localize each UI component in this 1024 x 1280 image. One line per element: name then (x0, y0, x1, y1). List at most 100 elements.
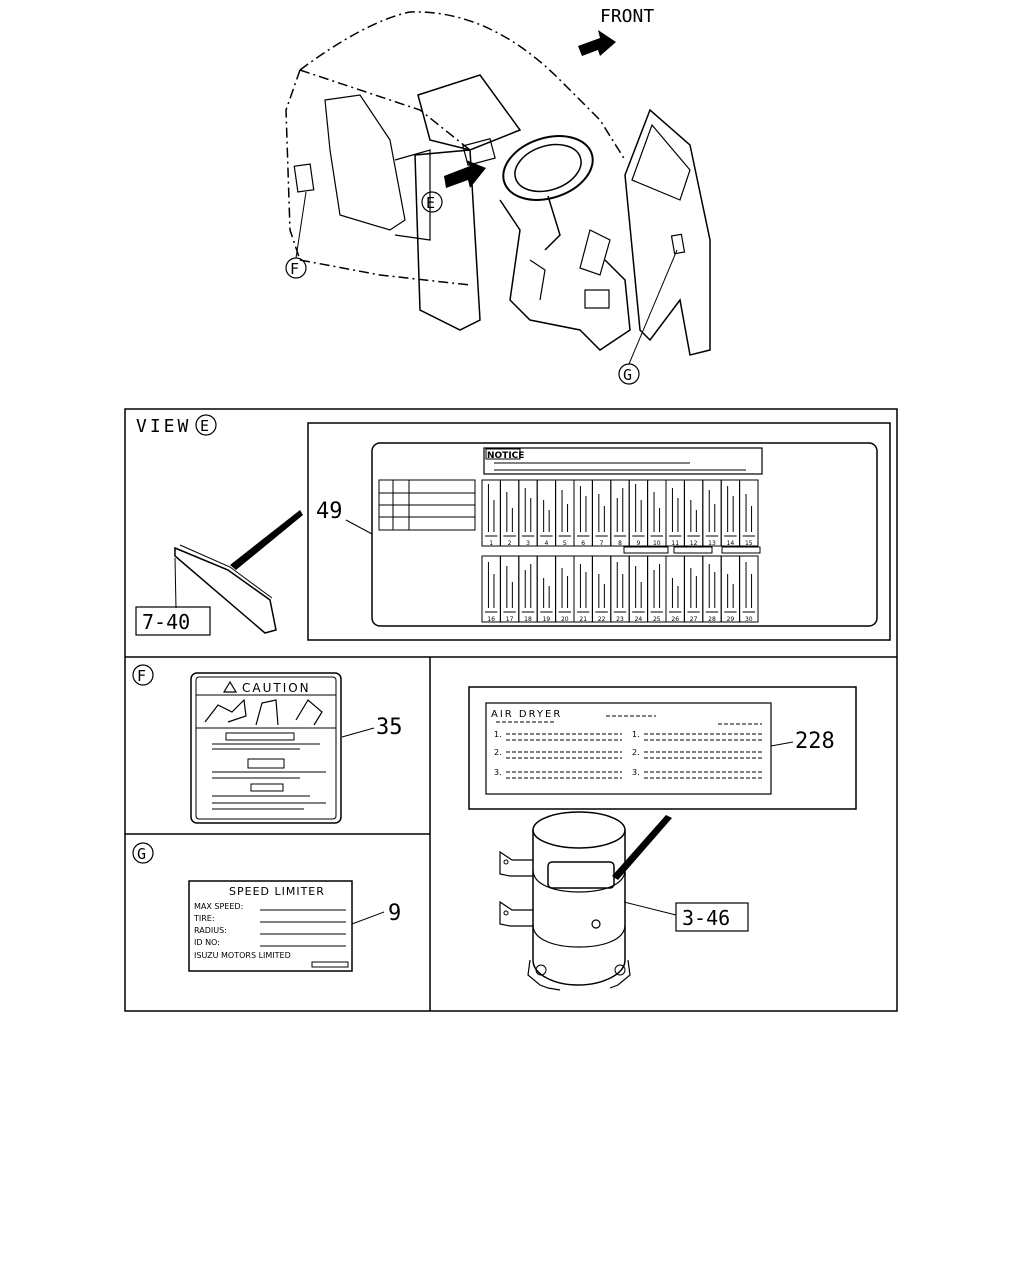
panel-frame (124, 408, 898, 1012)
fuse-slot: 17 (499, 555, 520, 623)
view-e-title: VIEW E (136, 414, 217, 437)
svg-text:F: F (137, 667, 146, 685)
fuse-slot: 19 (536, 555, 557, 623)
fuse-slot: 25 (647, 555, 667, 623)
fuse-number: 12 (690, 540, 698, 547)
fuse-number: 15 (745, 540, 753, 547)
svg-text:G: G (137, 845, 146, 863)
fuse-indicator (721, 546, 761, 554)
fuse-indicator (623, 546, 669, 554)
fuse-number: 23 (616, 616, 624, 623)
fuse-slot: 16 (481, 555, 501, 623)
part-9-label: 9 (351, 901, 401, 926)
fuse-slot: 29 (720, 555, 741, 623)
fuse-number: 1 (489, 540, 493, 547)
part-228-label: 228 (770, 729, 835, 754)
ref-7-40: 7-40 (135, 606, 211, 636)
fuse-number: 6 (581, 540, 585, 547)
fuse-box-cover (174, 510, 303, 634)
svg-text:1.: 1. (632, 730, 640, 739)
svg-text:3-46: 3-46 (682, 906, 730, 930)
svg-text:SPEED LIMITER: SPEED LIMITER (229, 885, 325, 898)
fuse-number: 17 (506, 616, 514, 623)
part-35-label: 35 (341, 715, 403, 740)
fuse-number: 14 (727, 540, 735, 547)
air-dryer-label: AIR DRYER 1. 2. 3. 1. 2. 3. (468, 686, 857, 810)
fuse-slot: 8 (610, 479, 630, 547)
fuse-number: 29 (727, 616, 735, 623)
svg-text:9: 9 (388, 901, 401, 926)
callout-g: G (618, 363, 640, 385)
svg-text:F: F (290, 260, 299, 278)
fuse-number: 10 (653, 540, 661, 547)
cab-illustration (285, 11, 711, 365)
fuse-slot: 30 (739, 555, 759, 623)
fuse-number: 25 (653, 616, 661, 623)
fuse-slot: 5 (555, 479, 575, 547)
fuse-number: 11 (671, 540, 679, 547)
fuse-slot: 23 (610, 555, 630, 623)
fuse-slot: 28 (702, 555, 722, 623)
svg-text:CAUTION: CAUTION (242, 681, 311, 695)
notice-box: NOTICE (483, 447, 763, 475)
view-g-circle: G (132, 842, 154, 864)
fuse-number: 2 (508, 540, 512, 547)
svg-text:49: 49 (316, 499, 343, 524)
svg-text:1.: 1. (494, 730, 502, 739)
fuse-number: 3 (526, 540, 530, 547)
svg-text:NOTICE: NOTICE (487, 451, 524, 461)
fuse-legend-table (378, 479, 476, 531)
svg-text:E: E (426, 194, 435, 212)
svg-text:TIRE:: TIRE: (193, 914, 215, 923)
fuse-number: 4 (544, 540, 548, 547)
svg-text:ID NO:: ID NO: (194, 938, 220, 947)
fuse-number: 19 (543, 616, 551, 623)
fuse-slot: 9 (628, 479, 649, 547)
fuse-number: 26 (671, 616, 679, 623)
fuse-number: 24 (635, 616, 643, 623)
fuse-number: 28 (708, 616, 716, 623)
fuse-number: 7 (600, 540, 604, 547)
caution-label: CAUTION (190, 672, 342, 824)
fuse-slot: 26 (665, 555, 685, 623)
view-f-circle: F (132, 664, 154, 686)
fuse-number: 30 (745, 616, 753, 623)
part-49-label: 49 (316, 499, 373, 535)
fuse-slot: 14 (720, 479, 741, 547)
svg-text:2.: 2. (494, 748, 502, 757)
svg-text:ISUZU MOTORS LIMITED: ISUZU MOTORS LIMITED (194, 951, 291, 960)
fuse-number: 8 (618, 540, 622, 547)
svg-text:3.: 3. (632, 768, 640, 777)
svg-text:G: G (623, 366, 632, 384)
fuse-slot: 6 (573, 479, 593, 547)
fuse-slot: 21 (573, 555, 593, 623)
fuse-slot: 1 (481, 479, 501, 547)
front-label: FRONT (600, 6, 654, 27)
svg-text:7-40: 7-40 (142, 610, 190, 634)
fuse-slot: 24 (628, 555, 649, 623)
fuse-slot: 7 (591, 479, 612, 547)
fuse-number: 27 (690, 616, 698, 623)
air-dryer-unit (499, 811, 672, 991)
ref-3-46: 3-46 (623, 901, 749, 932)
fuse-indicator (673, 546, 713, 554)
svg-text:VIEW: VIEW (136, 416, 191, 437)
fuse-slot: 10 (647, 479, 667, 547)
fuse-number: 16 (487, 616, 495, 623)
svg-text:2.: 2. (632, 748, 640, 757)
fuse-slot: 15 (739, 479, 759, 547)
callout-e: E (421, 191, 443, 213)
svg-text:MAX SPEED:: MAX SPEED: (194, 902, 243, 911)
fuse-number: 18 (524, 616, 532, 623)
fuse-slot: 18 (518, 555, 538, 623)
fuse-number: 13 (708, 540, 716, 547)
fuse-slot: 12 (683, 479, 704, 547)
fuse-number: 9 (636, 540, 640, 547)
fuse-slot: 20 (555, 555, 575, 623)
svg-text:3.: 3. (494, 768, 502, 777)
fuse-number: 20 (561, 616, 569, 623)
callout-f: F (285, 257, 307, 279)
